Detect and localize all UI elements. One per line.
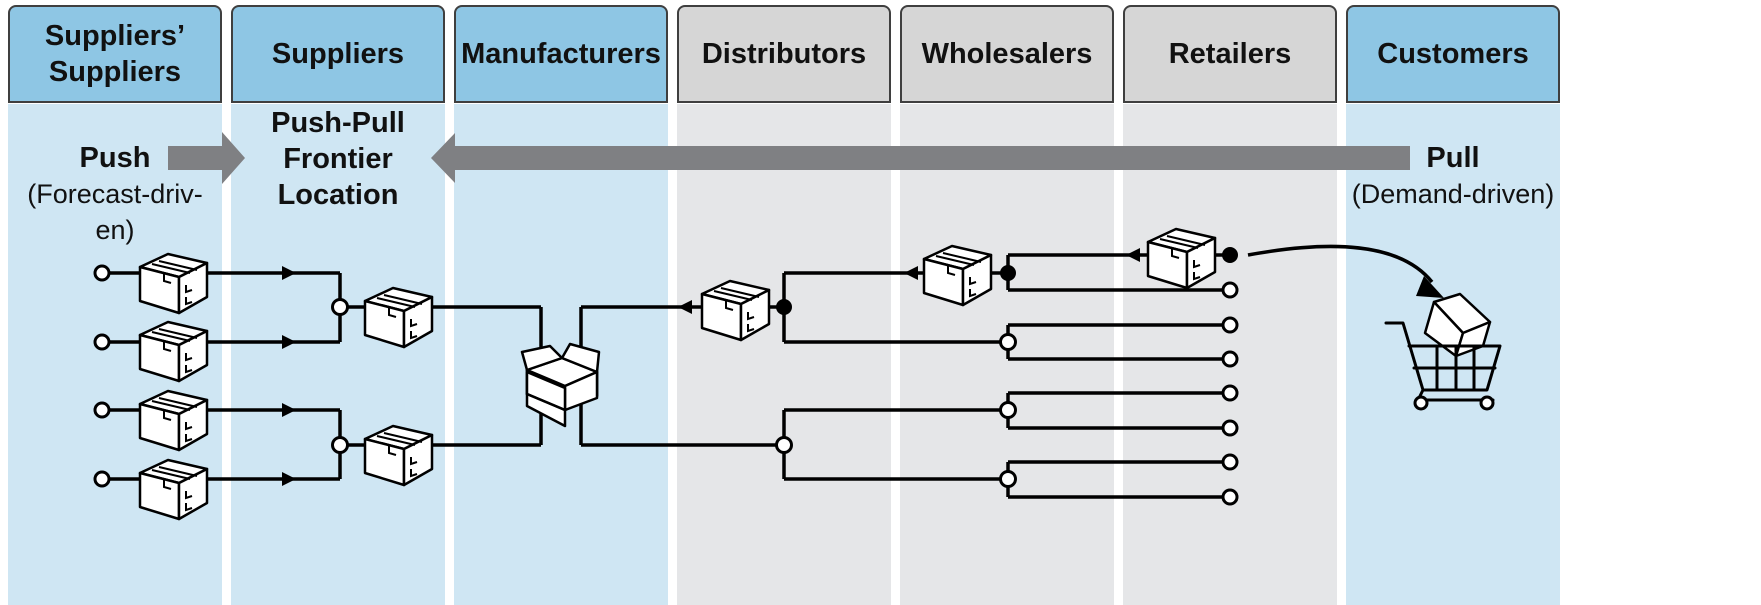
closed-box-icon: [138, 458, 209, 521]
push-subtitle-line-2: en): [95, 215, 135, 245]
closed-box-icon: [363, 286, 434, 349]
closed-box-icon: [1146, 227, 1217, 290]
push-arrow: [168, 132, 245, 184]
frontier-line-1: Push-Pull: [271, 107, 405, 139]
column-distributors: Distributors: [677, 0, 891, 605]
column-header-suppliers: Suppliers: [231, 5, 445, 103]
column-body: [454, 104, 668, 605]
push-title: Push: [79, 142, 151, 174]
header-line-1: Suppliers’: [44, 20, 186, 52]
frontier-line-2: Frontier: [283, 143, 393, 175]
pull-title: Pull: [1426, 142, 1480, 174]
column-suppliers: Suppliers: [231, 0, 445, 605]
push-subtitle-line-1: (Forecast-driv-: [27, 179, 203, 209]
closed-box-icon: [138, 252, 209, 315]
frontier-line-3: Location: [277, 179, 399, 211]
column-manufacturers: Manufacturers: [454, 0, 668, 605]
shopping-cart-icon: [1384, 292, 1502, 411]
column-header-distributors: Distributors: [677, 5, 891, 103]
column-header-wholesalers: Wholesalers: [900, 5, 1114, 103]
closed-box-icon: [363, 424, 434, 487]
header-line-2: Suppliers: [48, 56, 182, 88]
closed-box-icon: [138, 389, 209, 452]
column-body: [677, 104, 891, 605]
pull-arrow: [431, 133, 1410, 183]
open-box-icon: [520, 342, 601, 428]
column-header-manufacturers: Manufacturers: [454, 5, 668, 103]
pull-label-block: Pull (Demand-driven): [1346, 138, 1560, 214]
column-body: [231, 104, 445, 605]
column-header-suppliers-suppliers: Suppliers’ Suppliers: [8, 5, 222, 103]
flow-arrowheads: [282, 248, 1444, 486]
pull-subtitle: (Demand-driven): [1351, 179, 1555, 209]
closed-box-icon: [700, 279, 771, 342]
push-label-block: Push (Forecast-driv- en): [8, 138, 222, 250]
filled-nodes: [776, 247, 1238, 315]
open-nodes: [93, 264, 1239, 506]
column-header-retailers: Retailers: [1123, 5, 1337, 103]
closed-box-icon: [138, 320, 209, 383]
closed-box-icon: [922, 244, 993, 307]
frontier-label-block: Push-Pull Frontier Location: [231, 105, 445, 213]
column-header-customers: Customers: [1346, 5, 1560, 103]
